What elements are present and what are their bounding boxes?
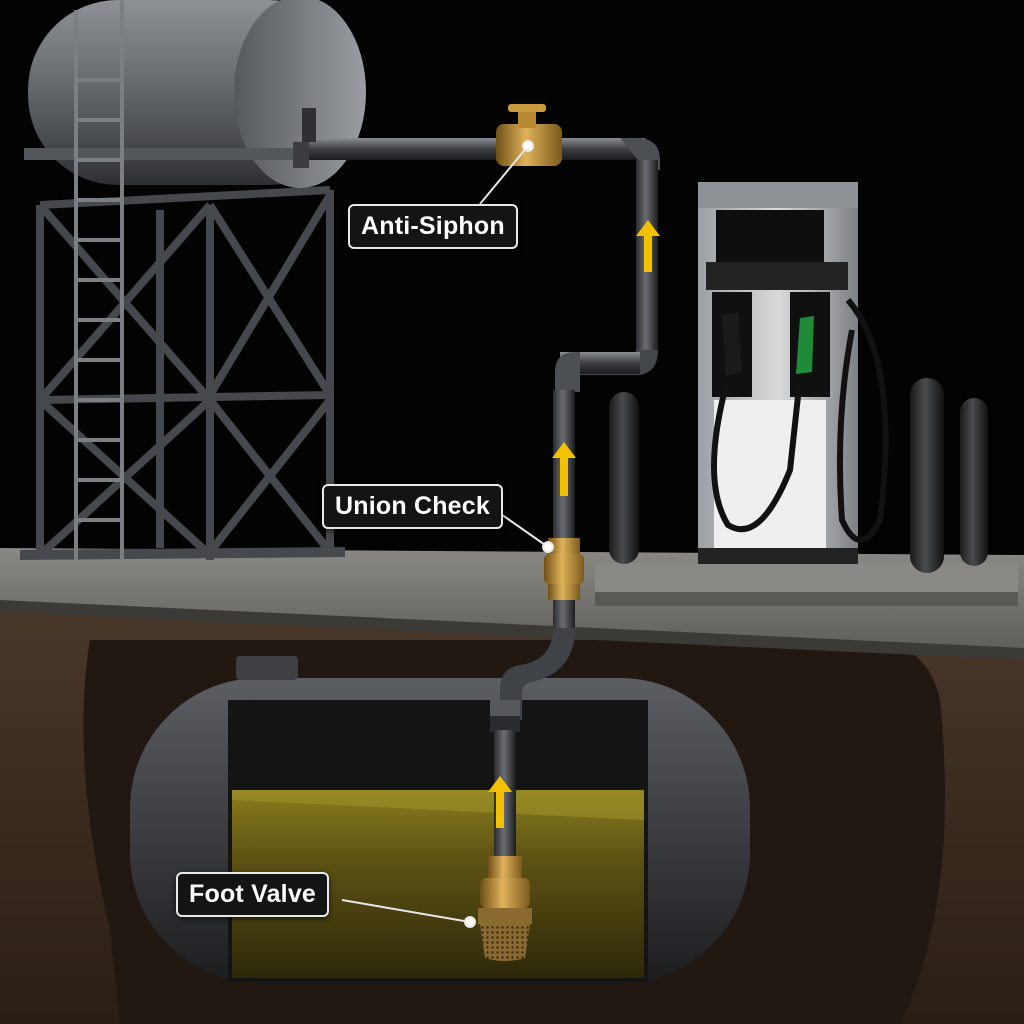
bollard — [960, 398, 988, 566]
flow-arrow-icon — [488, 776, 512, 828]
foot-valve — [478, 856, 532, 961]
ladder — [74, 0, 124, 560]
flow-arrows — [488, 220, 660, 828]
nozzle-black-icon — [722, 312, 742, 376]
dispenser-display — [716, 210, 824, 262]
anti-siphon-label: Anti-Siphon — [348, 204, 518, 249]
fuel-dispenser — [698, 182, 889, 564]
leader-lines — [341, 140, 554, 928]
bollard — [609, 392, 639, 564]
hose — [836, 298, 889, 543]
underground-tank — [130, 656, 750, 983]
nozzle-green-icon — [796, 316, 814, 374]
flow-arrow-icon — [636, 220, 660, 272]
foot-valve-label: Foot Valve — [176, 872, 330, 917]
union-check-valve — [544, 538, 584, 600]
union-check-label: Union Check — [322, 484, 503, 529]
hose — [711, 377, 803, 533]
bollard — [910, 378, 944, 573]
flow-arrow-icon — [552, 442, 576, 496]
pump-island — [595, 563, 1018, 606]
tank-access-port — [236, 656, 298, 680]
